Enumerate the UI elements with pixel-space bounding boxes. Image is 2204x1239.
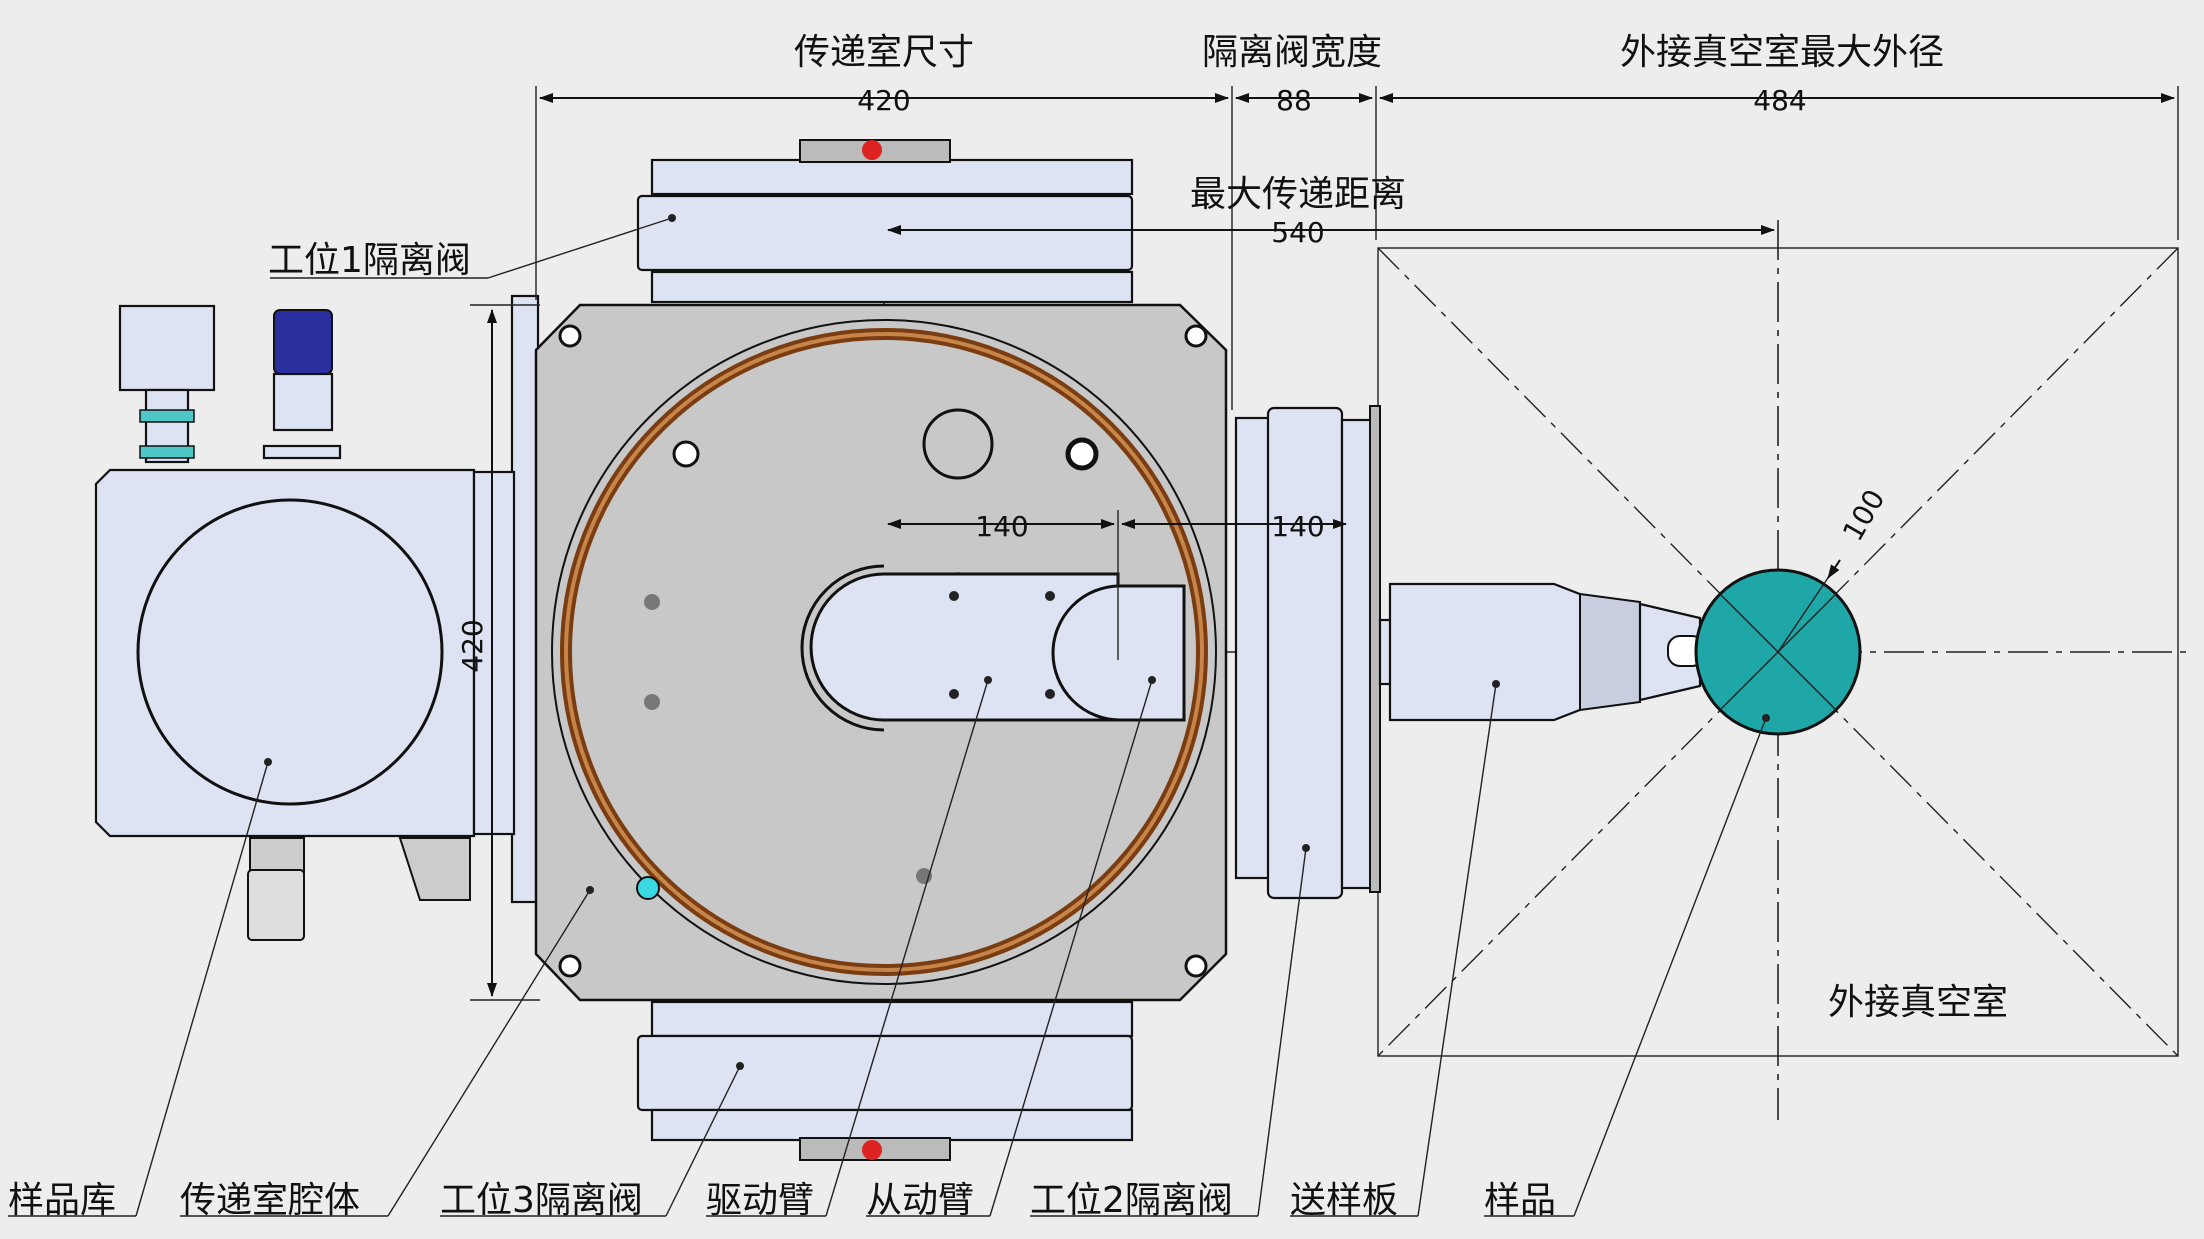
leader-station1-valve	[270, 217, 673, 279]
sample-plate-drawing	[1378, 582, 1705, 722]
label-station3-valve: 工位3隔离阀	[440, 1180, 643, 1221]
label-sample-plate: 送样板	[1290, 1180, 1398, 1221]
label-station1-valve: 工位1隔离阀	[268, 240, 471, 281]
dim-value-sample-diameter: 100	[1836, 484, 1891, 547]
station2-valve-drawing	[1234, 405, 1381, 900]
dim-arm-lengths	[887, 510, 1347, 660]
sample-library-drawing	[94, 304, 516, 941]
dim-chamber-height	[470, 304, 540, 1001]
label-max-transfer-distance: 最大传递距离	[1190, 174, 1406, 215]
dim-value-ext-chamber-od: 484	[1753, 84, 1806, 117]
label-isolation-valve-width: 隔离阀宽度	[1202, 32, 1382, 73]
label-station2-valve: 工位2隔离阀	[1030, 1180, 1233, 1221]
label-transfer-chamber-size: 传递室尺寸	[794, 32, 974, 73]
label-ext-chamber-max-od: 外接真空室最大外径	[1620, 32, 1944, 73]
station1-valve-drawing	[636, 139, 1134, 304]
label-drive-arm: 驱动臂	[706, 1180, 814, 1221]
dim-value-chamber-width: 420	[857, 84, 910, 117]
label-driven-arm: 从动臂	[866, 1180, 974, 1221]
dim-chamber-width	[535, 86, 2179, 410]
label-sample-library: 样品库	[8, 1180, 116, 1221]
arm-assembly-drawing	[800, 564, 1186, 732]
dim-value-arm2: 140	[1271, 510, 1324, 543]
dim-value-max-distance: 540	[1271, 216, 1324, 249]
bottom-leaders	[8, 679, 1767, 1217]
dim-value-valve-width: 88	[1276, 84, 1312, 117]
label-external-chamber: 外接真空室	[1828, 982, 2008, 1023]
dim-value-arm1: 140	[975, 510, 1028, 543]
label-sample: 样品	[1484, 1180, 1556, 1221]
dim-sample-diameter	[1777, 559, 1841, 653]
dim-value-chamber-height: 420	[456, 619, 489, 672]
station3-valve-drawing	[636, 1000, 1134, 1161]
label-transfer-chamber-body: 传递室腔体	[180, 1180, 360, 1221]
